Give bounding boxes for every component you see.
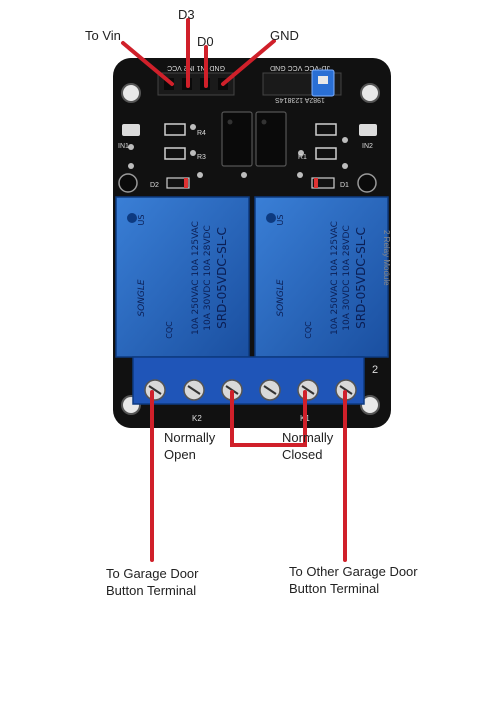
silk-2: 2 bbox=[372, 364, 378, 376]
silk-r1: R1 bbox=[298, 154, 307, 161]
label-normally-open: Normally Open bbox=[164, 429, 215, 463]
relay-k1: SONGLE US CQC 10A 250VAC 10A 125VAC 10A … bbox=[254, 196, 389, 358]
screw-terminal-block bbox=[132, 356, 365, 405]
label-normally-closed: Normally Closed bbox=[282, 429, 333, 463]
pin-header-silk: GND IN1 IN2 VCC bbox=[167, 64, 225, 71]
optocoupler-1 bbox=[221, 111, 253, 167]
red-wires bbox=[121, 18, 347, 562]
label-d3: D3 bbox=[178, 7, 195, 22]
diode-d1 bbox=[311, 177, 335, 189]
resistor-r3 bbox=[164, 147, 186, 160]
silk-in1: IN1 bbox=[118, 143, 129, 150]
mount-hole-tr bbox=[360, 83, 380, 103]
silk-r3: R3 bbox=[197, 154, 206, 161]
label-garage-left: To Garage Door Button Terminal bbox=[106, 565, 199, 599]
normally-open-line2: Open bbox=[164, 447, 196, 462]
normally-open-line1: Normally bbox=[164, 430, 216, 445]
label-to-vin: To Vin bbox=[85, 28, 121, 43]
silk-d2: D2 bbox=[150, 182, 159, 189]
jd-vcc-silk: JD-VCC VCC GND bbox=[270, 64, 330, 71]
solder-pads bbox=[128, 124, 348, 178]
silk-in2: IN2 bbox=[362, 143, 373, 150]
relay2-brand: SONGLE bbox=[276, 279, 286, 317]
transistor-q2 bbox=[357, 173, 377, 193]
garage-left-line2: Button Terminal bbox=[106, 583, 197, 598]
optocoupler-2 bbox=[255, 111, 287, 167]
relay2-spec1: 10A 250VAC 10A 125VAC bbox=[330, 221, 340, 335]
relay2-cert: CQC bbox=[304, 321, 313, 339]
relay1-spec1: 10A 250VAC 10A 125VAC bbox=[191, 221, 201, 335]
opto-code-silk: 1982A 123814S bbox=[275, 96, 325, 103]
led-in2 bbox=[359, 124, 377, 136]
relay1-ul: US bbox=[137, 215, 146, 226]
side-silk-text: 2 Relay Module bbox=[382, 230, 391, 286]
resistor-r1 bbox=[315, 147, 337, 160]
normally-closed-line2: Closed bbox=[282, 447, 323, 462]
diode-d2 bbox=[166, 177, 190, 189]
relay1-model: SRD-05VDC-SL-C bbox=[215, 227, 229, 329]
transistor-q1 bbox=[118, 173, 138, 193]
garage-right-line2: Button Terminal bbox=[289, 581, 380, 596]
relay2-ul: US bbox=[276, 215, 285, 226]
garage-left-line1: To Garage Door bbox=[106, 566, 199, 581]
input-pin-header bbox=[157, 72, 235, 96]
relay2-spec2: 10A 30VDC 10A 28VDC bbox=[342, 225, 352, 330]
relay1-spec2: 10A 30VDC 10A 28VDC bbox=[203, 225, 213, 330]
wire-no-nc-jumper bbox=[230, 390, 307, 447]
resistor-r2 bbox=[315, 123, 337, 136]
garage-right-line1: To Other Garage Door bbox=[289, 564, 418, 579]
silk-k2: K2 bbox=[192, 414, 202, 423]
label-d0: D0 bbox=[197, 34, 214, 49]
silk-d1: D1 bbox=[340, 182, 349, 189]
label-gnd: GND bbox=[270, 28, 299, 43]
led-in1 bbox=[122, 124, 140, 136]
resistor-r4 bbox=[164, 123, 186, 136]
relay1-brand: SONGLE bbox=[137, 279, 147, 317]
normally-closed-line1: Normally bbox=[282, 430, 334, 445]
relay2-model: SRD-05VDC-SL-C bbox=[354, 227, 368, 329]
wire-gnd bbox=[221, 39, 276, 86]
mount-hole-br bbox=[360, 395, 380, 415]
silk-r4: R4 bbox=[197, 130, 206, 137]
relay1-cert: CQC bbox=[165, 321, 174, 339]
mount-hole-tl bbox=[121, 83, 141, 103]
wire-vin bbox=[121, 41, 174, 86]
relay-k2: SONGLE US CQC 10A 250VAC 10A 125VAC 10A … bbox=[115, 196, 250, 358]
label-garage-right: To Other Garage Door Button Terminal bbox=[289, 563, 418, 597]
